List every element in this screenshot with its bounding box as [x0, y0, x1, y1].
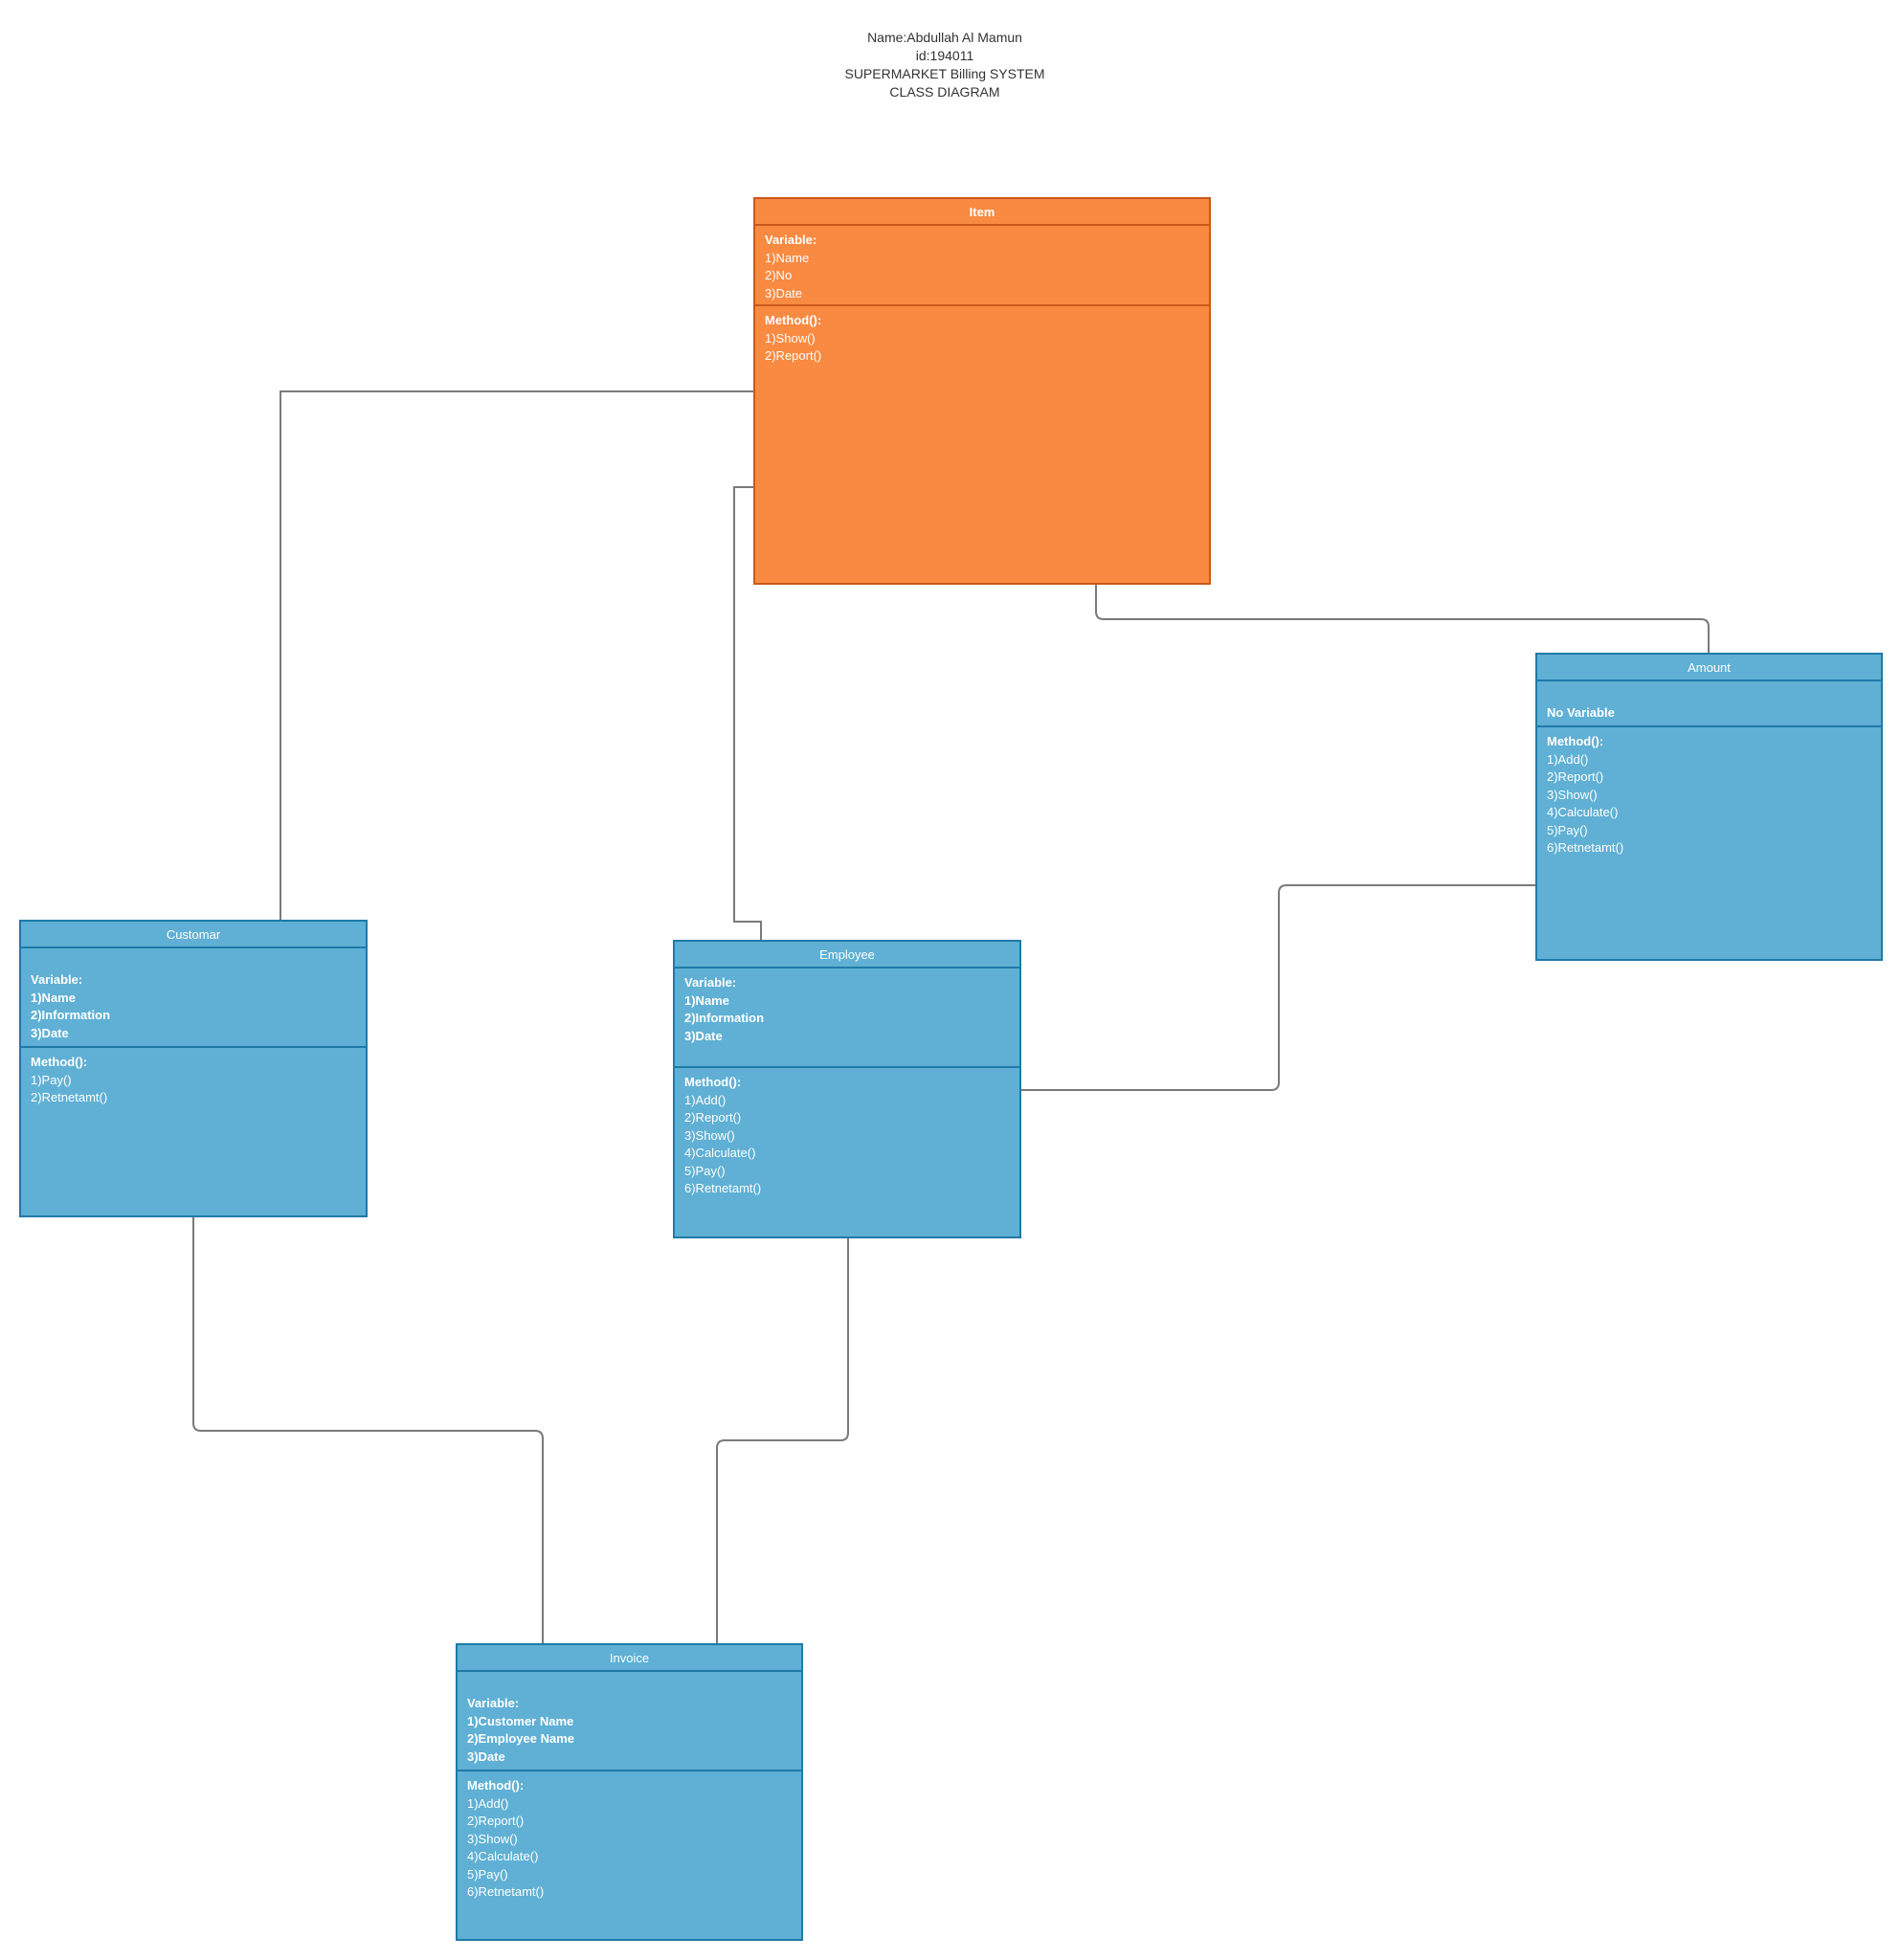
variable-item: 3)Date [684, 1028, 723, 1043]
class-employee-title: Employee [675, 942, 1019, 969]
method-item: 4)Calculate() [467, 1849, 539, 1863]
class-employee-methods: Method(): 1)Add() 2)Report() 3)Show() 4)… [675, 1068, 1019, 1204]
diagram-type: CLASS DIAGRAM [889, 84, 1000, 100]
variables-label: Variable: [467, 1696, 520, 1710]
method-item: 6)Retnetamt() [684, 1181, 762, 1195]
variables-label: No Variable [1547, 705, 1615, 720]
class-customar-methods: Method(): 1)Pay() 2)Retnetamt() [21, 1048, 366, 1113]
class-invoice[interactable]: Invoice Variable: 1)Customer Name 2)Empl… [456, 1643, 803, 1941]
class-employee[interactable]: Employee Variable: 1)Name 2)Information … [673, 940, 1021, 1238]
class-amount-title: Amount [1537, 655, 1881, 681]
methods-label: Method(): [31, 1055, 88, 1069]
class-item-variables: Variable: 1)Name 2)No 3)Date [755, 226, 1209, 306]
class-amount-methods: Method(): 1)Add() 2)Report() 3)Show() 4)… [1537, 727, 1881, 863]
connector-employee-invoice [716, 1238, 849, 1645]
variables-label: Variable: [684, 975, 737, 990]
method-item: 1)Pay() [31, 1072, 72, 1087]
class-invoice-variables: Variable: 1)Customer Name 2)Employee Nam… [458, 1672, 801, 1771]
method-item: 3)Show() [684, 1127, 735, 1143]
method-item: 5)Pay() [684, 1163, 726, 1178]
methods-label: Method(): [1547, 734, 1604, 748]
variables-label: Variable: [31, 972, 83, 987]
method-item: 3)Show() [1547, 787, 1598, 802]
method-item: 5)Pay() [467, 1866, 508, 1882]
class-amount-variables: No Variable [1537, 681, 1881, 727]
variable-item: 1)Name [765, 250, 810, 265]
class-customar-variables: Variable: 1)Name 2)Information 3)Date [21, 948, 366, 1048]
class-item-methods: Method(): 1)Show() 2)Report() [755, 306, 1209, 371]
variable-item: 2)Information [684, 1011, 765, 1025]
variable-item: 2)Employee Name [467, 1731, 574, 1746]
method-item: 6)Retnetamt() [1547, 840, 1624, 855]
variable-item: 2)No [765, 268, 793, 282]
author-id: id:194011 [915, 48, 974, 63]
class-item[interactable]: Item Variable: 1)Name 2)No 3)Date Method… [753, 197, 1211, 585]
method-item: 1)Add() [684, 1092, 727, 1107]
connector-customar-invoice [192, 1217, 544, 1645]
author-name: Name:Abdullah Al Mamun [867, 30, 1022, 45]
method-item: 3)Show() [467, 1831, 518, 1846]
variable-item: 1)Name [31, 990, 76, 1005]
variable-item: 3)Date [467, 1748, 505, 1764]
method-item: 2)Report() [684, 1110, 742, 1125]
variable-item: 2)Information [31, 1008, 111, 1022]
method-item: 1)Add() [467, 1795, 509, 1811]
class-amount[interactable]: Amount No Variable Method(): 1)Add() 2)R… [1535, 653, 1883, 961]
connector-employee-amount [1021, 884, 1537, 1091]
method-item: 6)Retnetamt() [467, 1884, 545, 1899]
method-item: 1)Add() [1547, 751, 1589, 767]
methods-label: Method(): [765, 313, 822, 327]
method-item: 2)Retnetamt() [31, 1090, 108, 1104]
connector-item-amount [1095, 585, 1710, 654]
method-item: 5)Pay() [1547, 822, 1588, 837]
method-item: 2)Report() [467, 1814, 525, 1828]
variable-item: 3)Date [765, 285, 803, 301]
connector-item-customar [280, 390, 753, 921]
variable-item: 1)Customer Name [467, 1713, 574, 1728]
methods-label: Method(): [684, 1075, 742, 1089]
class-customar[interactable]: Customar Variable: 1)Name 2)Information … [19, 920, 368, 1217]
variable-item: 1)Name [684, 992, 729, 1008]
class-customar-title: Customar [21, 922, 366, 948]
diagram-title-block: Name:Abdullah Al Mamun id:194011 SUPERMA… [753, 29, 1136, 101]
class-invoice-methods: Method(): 1)Add() 2)Report() 3)Show() 4)… [458, 1771, 801, 1907]
variable-item: 3)Date [31, 1025, 69, 1040]
class-employee-variables: Variable: 1)Name 2)Information 3)Date [675, 969, 1019, 1068]
connector-item-employee [733, 486, 762, 941]
system-title: SUPERMARKET Billing SYSTEM [844, 66, 1045, 81]
method-item: 2)Report() [765, 348, 822, 363]
method-item: 1)Show() [765, 330, 816, 345]
class-invoice-title: Invoice [458, 1645, 801, 1672]
variables-label: Variable: [765, 233, 817, 247]
method-item: 4)Calculate() [684, 1146, 756, 1160]
method-item: 4)Calculate() [1547, 805, 1619, 819]
class-item-title: Item [755, 199, 1209, 226]
methods-label: Method(): [467, 1778, 525, 1793]
method-item: 2)Report() [1547, 769, 1604, 784]
